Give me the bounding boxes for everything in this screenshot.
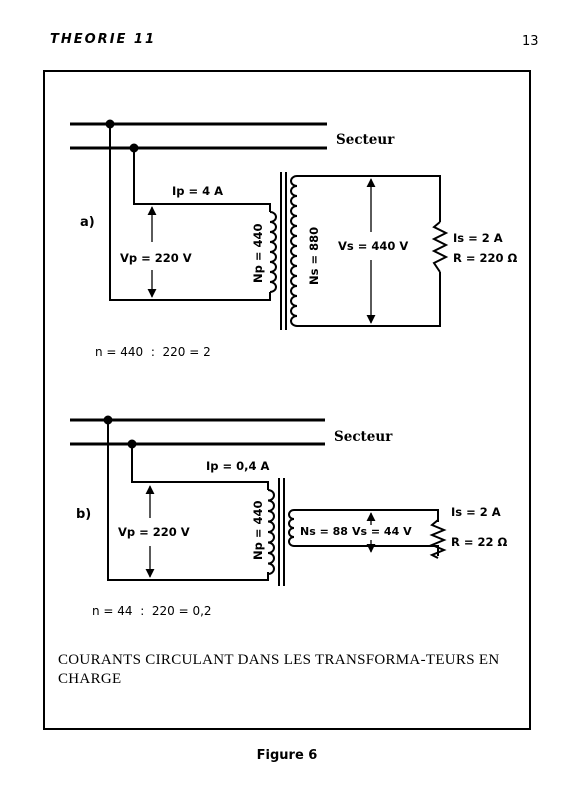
secondary-voltage-label-b: Vs = 44 V [352,525,412,538]
figure-frame [43,70,531,730]
secondary-current-label-a: Is = 2 A [453,231,503,245]
primary-winding-a [269,211,277,293]
diagram-b-label: b) [76,507,91,522]
secondary-current-label-b: Is = 2 A [451,505,501,519]
primary-turns-label-b: Np = 440 [251,500,265,560]
chapter-header: THEORIE 11 [50,32,157,47]
diagram-a [70,119,449,330]
resistor-b [429,519,447,559]
resistor-a [431,221,449,273]
primary-wire-left-b [107,420,269,581]
load-resistance-label-b: R = 22 Ω [451,535,508,549]
figure-label: Figure 6 [256,748,318,763]
secondary-wire-b [294,509,439,522]
ratio-label-a: n = 440 : 220 = 2 [95,345,211,359]
primary-voltage-label-b: Vp = 220 V [118,525,190,539]
secondary-turns-label-b: Ns = 88 [300,525,348,538]
load-resistance-label-a: R = 220 Ω [453,251,518,265]
secondary-wire-bottom-b [294,545,439,556]
primary-wire-top-a [133,148,271,212]
page-number: 13 [522,34,539,49]
mains-label-b: Secteur [334,429,393,445]
ratio-label-b: n = 44 : 220 = 0,2 [92,604,212,618]
secondary-winding-b [288,509,295,547]
secondary-turns-label-a: Ns = 880 [307,227,321,285]
secondary-voltage-label-a: Vs = 440 V [338,239,408,253]
mains-label-a: Secteur [336,132,395,148]
secondary-wire-a [297,175,441,222]
primary-voltage-label-a: Vp = 220 V [120,251,192,265]
figure-caption: COURANTS CIRCULANT DANS LES TRANSFORMA-T… [58,652,500,687]
primary-wire-left-a [109,124,271,301]
diagram-b [70,415,447,586]
primary-winding-b [267,489,275,575]
diagram-a-label: a) [80,215,95,230]
primary-current-label-b: Ip = 0,4 A [206,459,270,473]
primary-turns-label-a: Np = 440 [251,223,265,283]
secondary-winding-a [290,175,298,327]
primary-wire-top-b [131,444,269,490]
primary-current-label-a: Ip = 4 A [172,184,223,198]
secondary-wire-bottom-a [297,272,441,327]
